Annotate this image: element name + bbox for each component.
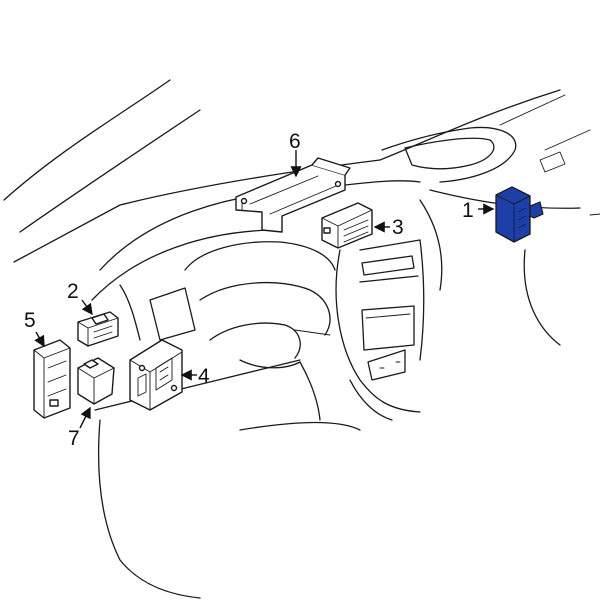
callout-labels: 1 2 3 4 5 6 7 (24, 130, 474, 450)
callout-1: 1 (462, 199, 474, 222)
callout-5: 5 (24, 309, 36, 332)
callout-7: 7 (68, 427, 80, 450)
arrow-7 (79, 406, 91, 429)
arrow-5 (34, 331, 45, 348)
arrow-2 (81, 299, 93, 316)
part-3-module (321, 202, 373, 249)
callout-3: 3 (392, 216, 404, 239)
part-2-connector (77, 311, 119, 347)
part-5-module (33, 339, 71, 419)
part-1-highlighted-module (495, 186, 544, 243)
callout-arrows (34, 150, 495, 429)
callout-4: 4 (198, 365, 210, 388)
callout-2: 2 (67, 280, 79, 303)
callout-6: 6 (289, 130, 301, 153)
part-7-relay (77, 357, 115, 405)
part-6-bracket (235, 157, 351, 233)
part-4-junction-block (129, 339, 183, 411)
